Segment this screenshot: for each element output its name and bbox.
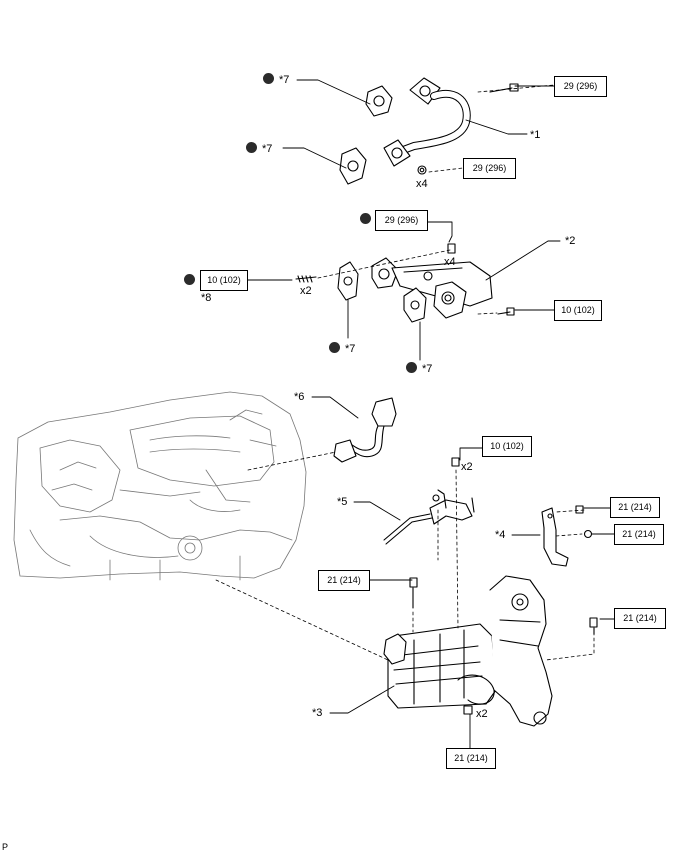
torque-spec-box: 21 (214) [318, 570, 370, 591]
torque-spec-box: 21 (214) [446, 748, 496, 769]
egr-cooler-part-3 [383, 575, 598, 727]
non-reusable-part-marker [184, 274, 195, 285]
callout-part-3: *3 [312, 707, 323, 719]
callout-part-2: *2 [565, 235, 576, 247]
torque-spec-box: 21 (214) [614, 608, 666, 629]
nut-top [417, 165, 427, 175]
torque-spec-box: 29 (296) [375, 210, 428, 231]
callout-part-4: *4 [495, 529, 506, 541]
gasket-part-7-d [403, 287, 427, 323]
callout-part-7-d: *7 [422, 363, 433, 375]
bolt-mid [497, 307, 515, 316]
callout-part-7-a: *7 [279, 74, 290, 86]
torque-spec-box: 10 (102) [200, 270, 248, 291]
non-reusable-part-marker [246, 142, 257, 153]
gasket-part-7-c [337, 261, 359, 301]
bracket-part-4 [541, 505, 593, 567]
torque-spec-box: 21 (214) [610, 497, 660, 518]
alignment-lines [215, 84, 595, 661]
non-reusable-part-marker [406, 362, 417, 373]
bracket-part-5 [383, 457, 475, 545]
callout-part-6: *6 [294, 391, 305, 403]
leader-lines [247, 79, 615, 749]
torque-spec-box: 29 (296) [463, 158, 516, 179]
nut-mid [447, 243, 456, 254]
torque-spec-box: 10 (102) [482, 436, 532, 457]
torque-spec-box: 10 (102) [554, 300, 602, 321]
callout-part-1: *1 [530, 129, 541, 141]
torque-spec-box: 21 (214) [614, 524, 664, 545]
callout-part-7-b: *7 [262, 143, 273, 155]
torque-spec-box: 29 (296) [554, 76, 607, 97]
gasket-part-7-b [339, 147, 367, 185]
quantity-label: x2 [461, 461, 473, 473]
quantity-label: x2 [476, 708, 488, 720]
egr-pipe-part-2 [371, 257, 493, 319]
bolt-top [489, 83, 519, 93]
gasket-part-7-a [365, 85, 393, 117]
callout-part-5: *5 [337, 496, 348, 508]
quantity-label: x4 [416, 178, 428, 190]
stud-part-8 [295, 275, 317, 283]
illustration-code: P [2, 842, 9, 852]
callout-part-8: *8 [201, 292, 212, 304]
egr-pipe-part-1 [383, 77, 471, 167]
non-reusable-part-marker [360, 213, 371, 224]
non-reusable-part-marker [263, 73, 274, 84]
sensor-part-6 [333, 397, 397, 463]
quantity-label: x2 [300, 285, 312, 297]
callout-part-7-c: *7 [345, 343, 356, 355]
engine-outline [13, 391, 307, 581]
quantity-label: x4 [444, 256, 456, 268]
non-reusable-part-marker [329, 342, 340, 353]
